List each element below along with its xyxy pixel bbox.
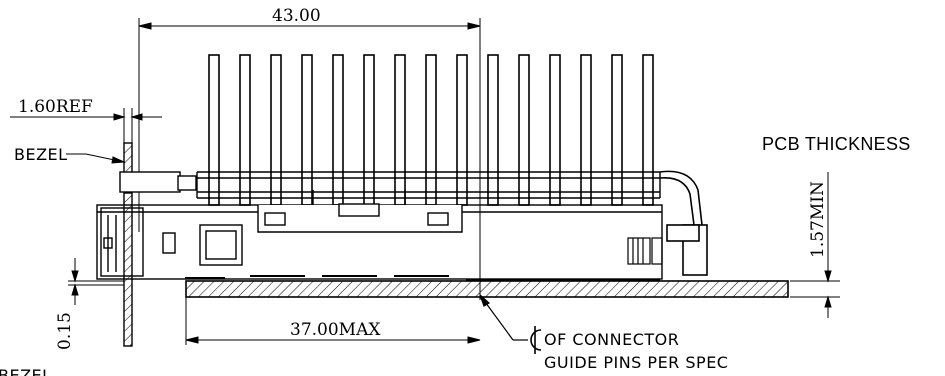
bezel-label-top: BEZEL	[14, 145, 68, 164]
latch-tab	[257, 190, 463, 233]
dimension-pcb-thickness	[790, 172, 840, 318]
pcb-board	[185, 280, 789, 298]
dimension-43-label: 43.00	[272, 6, 321, 26]
heatsink-base	[196, 171, 661, 199]
centerline-label-line1: OF CONNECTOR	[544, 330, 679, 349]
dimension-43	[138, 18, 481, 300]
bezel-leader	[66, 153, 126, 164]
dimension-0-15-label: 0.15	[55, 312, 75, 350]
dimension-37-max	[185, 297, 481, 345]
dimension-1-60-ref	[10, 108, 162, 145]
heatsink-clip-arm	[659, 170, 708, 276]
dimension-pcb-label: 1.57MIN	[808, 181, 828, 258]
latch-handle	[119, 171, 197, 193]
heatsink-fins	[208, 54, 654, 206]
centerline-icon	[530, 326, 542, 354]
centerline-leader	[479, 294, 528, 341]
dimension-1-60-label: 1.60REF	[18, 97, 93, 117]
rear-connector	[627, 237, 663, 265]
pcb-thickness-label: PCB THICKNESS	[762, 134, 911, 154]
centerline-label-line2: GUIDE PINS PER SPEC	[544, 353, 728, 372]
dimension-37-label: 37.00MAX	[290, 320, 381, 340]
dimension-0-15	[68, 258, 124, 305]
bezel-label-bottom: BEZEL	[0, 366, 52, 376]
solder-pads	[185, 275, 660, 281]
